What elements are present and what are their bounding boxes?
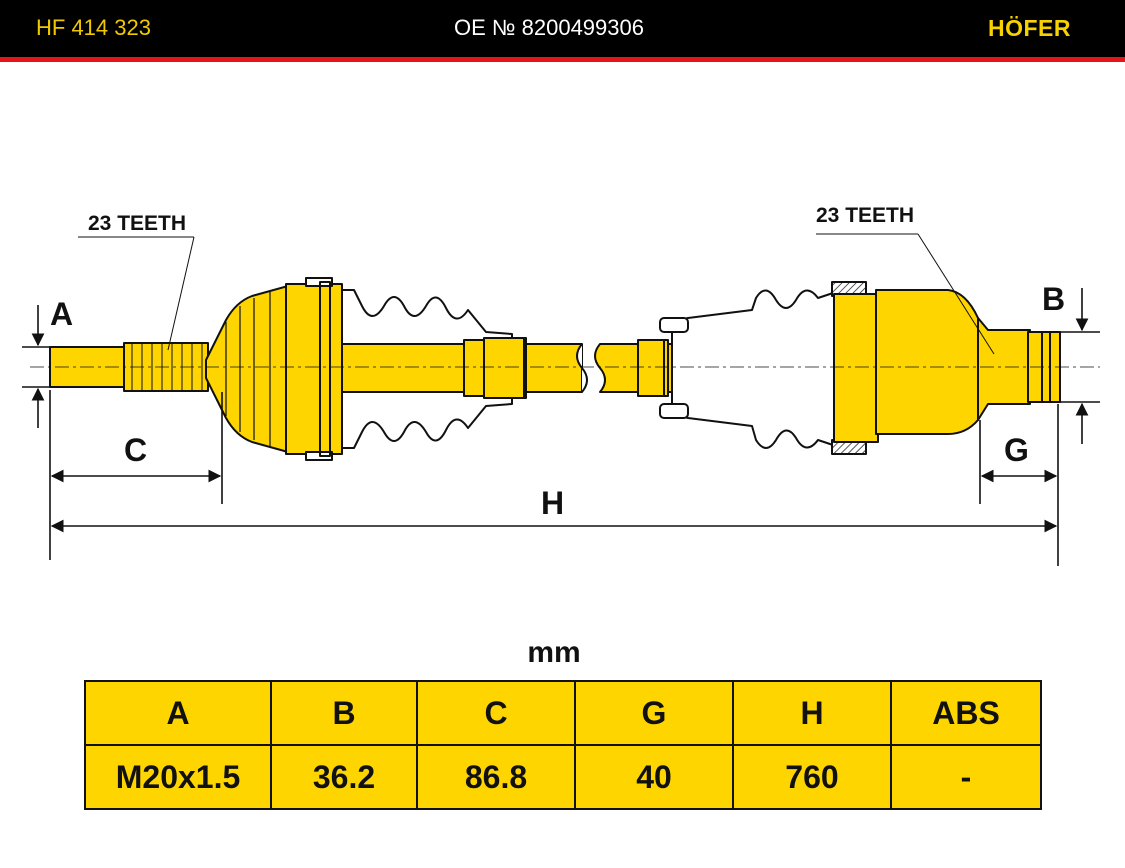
value-cell-b: 36.2 bbox=[270, 744, 418, 810]
dimensions-table: A B C G H ABS M20x1.5 36.2 86.8 40 760 - bbox=[84, 680, 1042, 810]
header-bar: HF 414 323 OE № 8200499306 HÖFER bbox=[0, 0, 1125, 57]
header-cell-h: H bbox=[732, 680, 892, 746]
left-teeth-label: 23 TEETH bbox=[88, 212, 186, 235]
right-cv-housing bbox=[833, 293, 879, 443]
value-cell-h: 760 bbox=[732, 744, 892, 810]
header-cell-b: B bbox=[270, 680, 418, 746]
value-cell-c: 86.8 bbox=[416, 744, 576, 810]
table-value-row: M20x1.5 36.2 86.8 40 760 - bbox=[84, 744, 1042, 810]
header-cell-g: G bbox=[574, 680, 734, 746]
value-cell-abs: - bbox=[890, 744, 1042, 810]
part-number: HF 414 323 bbox=[36, 15, 151, 40]
header-cell-abs: ABS bbox=[890, 680, 1042, 746]
dim-label-c: C bbox=[124, 432, 147, 468]
right-outer-body bbox=[875, 289, 979, 435]
drive-shaft-drawing: 23 TEETH 23 TEETH A B C G H bbox=[22, 204, 1100, 566]
left-shaft bbox=[341, 343, 583, 393]
header-cell-a: A bbox=[84, 680, 272, 746]
header-cell-c: C bbox=[416, 680, 576, 746]
right-boot bbox=[671, 289, 837, 449]
table-header-row: A B C G H ABS bbox=[84, 680, 1042, 746]
left-cv-housing bbox=[285, 283, 343, 455]
value-cell-a: M20x1.5 bbox=[84, 744, 272, 810]
brand-logo: HÖFER bbox=[988, 15, 1071, 41]
header-stripe bbox=[0, 57, 1125, 62]
oe-number: OE № 8200499306 bbox=[454, 15, 644, 40]
right-stub-taper bbox=[977, 317, 1031, 421]
right-teeth-label: 23 TEETH bbox=[816, 204, 914, 227]
dim-label-b: B bbox=[1042, 281, 1065, 317]
dim-label-h: H bbox=[541, 485, 564, 521]
value-cell-g: 40 bbox=[574, 744, 734, 810]
dim-label-a: A bbox=[50, 296, 73, 332]
unit-label: mm bbox=[527, 636, 581, 669]
dim-label-g: G bbox=[1004, 432, 1029, 468]
